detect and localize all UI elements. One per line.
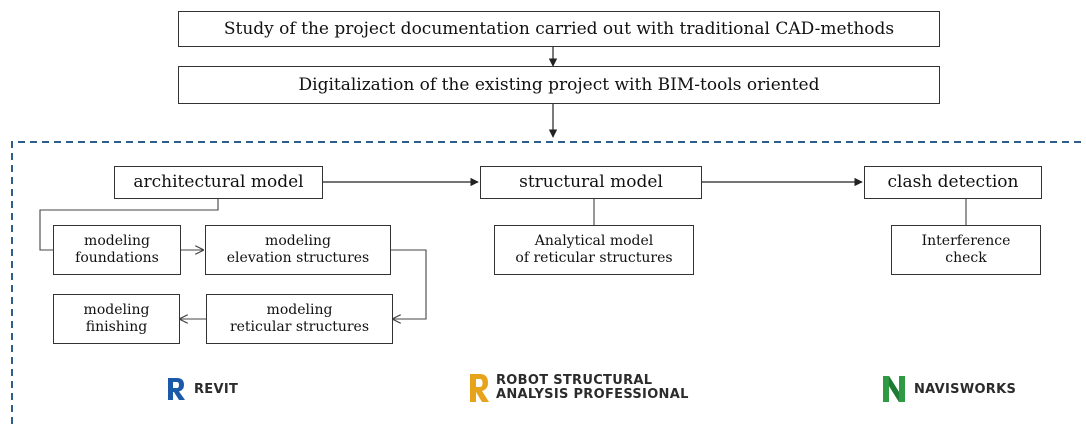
step-study-documentation-label: Study of the project documentation carri… <box>223 18 895 39</box>
clash-detection-label: clash detection <box>887 172 1019 193</box>
robot-r-icon <box>470 374 489 402</box>
modeling-reticular-box: modeling reticular structures <box>206 294 393 344</box>
interference-check-line2: check <box>945 250 987 266</box>
modeling-elevation-box: modeling elevation structures <box>205 225 391 275</box>
architectural-model-box: architectural model <box>114 166 323 199</box>
architectural-model-label: architectural model <box>133 172 304 193</box>
modeling-foundations-line1: modeling <box>84 233 150 250</box>
step-study-documentation: Study of the project documentation carri… <box>178 11 940 47</box>
modeling-finishing-line2: finishing <box>85 319 148 335</box>
revit-logo: REVIT <box>166 377 238 401</box>
structural-model-label: structural model <box>519 172 663 193</box>
modeling-elevation-line1: modeling <box>265 233 331 250</box>
navisworks-logo: NAVISWORKS <box>882 375 1016 403</box>
modeling-reticular-line2: reticular structures <box>229 319 370 335</box>
arrow-elevation-to-reticular <box>391 249 427 319</box>
structural-model-box: structural model <box>480 166 702 199</box>
clash-detection-box: clash detection <box>864 166 1042 199</box>
robot-logo-line1: ROBOT STRUCTURAL <box>496 373 653 388</box>
modeling-reticular-line1: modeling <box>266 302 333 319</box>
modeling-finishing-box: modeling finishing <box>53 294 180 344</box>
analytical-model-box: Analytical model of reticular structures <box>494 225 694 275</box>
revit-logo-text: REVIT <box>194 381 239 397</box>
dashed-group-border <box>11 141 1086 424</box>
modeling-foundations-line2: foundations <box>75 250 159 266</box>
modeling-foundations-box: modeling foundations <box>53 225 181 275</box>
navisworks-n-icon <box>883 376 905 402</box>
robot-logo: ROBOT STRUCTURAL ANALYSIS PROFESSIONAL <box>468 373 689 403</box>
modeling-finishing-line1: modeling <box>83 302 150 319</box>
interference-check-box: Interference check <box>891 225 1041 275</box>
analytical-model-line2: of reticular structures <box>515 250 673 266</box>
interference-check-line1: Interference <box>921 233 1011 250</box>
navisworks-logo-text: NAVISWORKS <box>914 381 1017 397</box>
robot-logo-line2: ANALYSIS PROFESSIONAL <box>496 387 689 402</box>
step-digitalization: Digitalization of the existing project w… <box>178 66 940 104</box>
revit-r-icon <box>168 378 185 400</box>
line-arch-to-foundations <box>39 199 219 251</box>
analytical-model-line1: Analytical model <box>534 233 654 250</box>
modeling-elevation-line2: elevation structures <box>226 250 370 266</box>
step-digitalization-label: Digitalization of the existing project w… <box>298 74 820 95</box>
